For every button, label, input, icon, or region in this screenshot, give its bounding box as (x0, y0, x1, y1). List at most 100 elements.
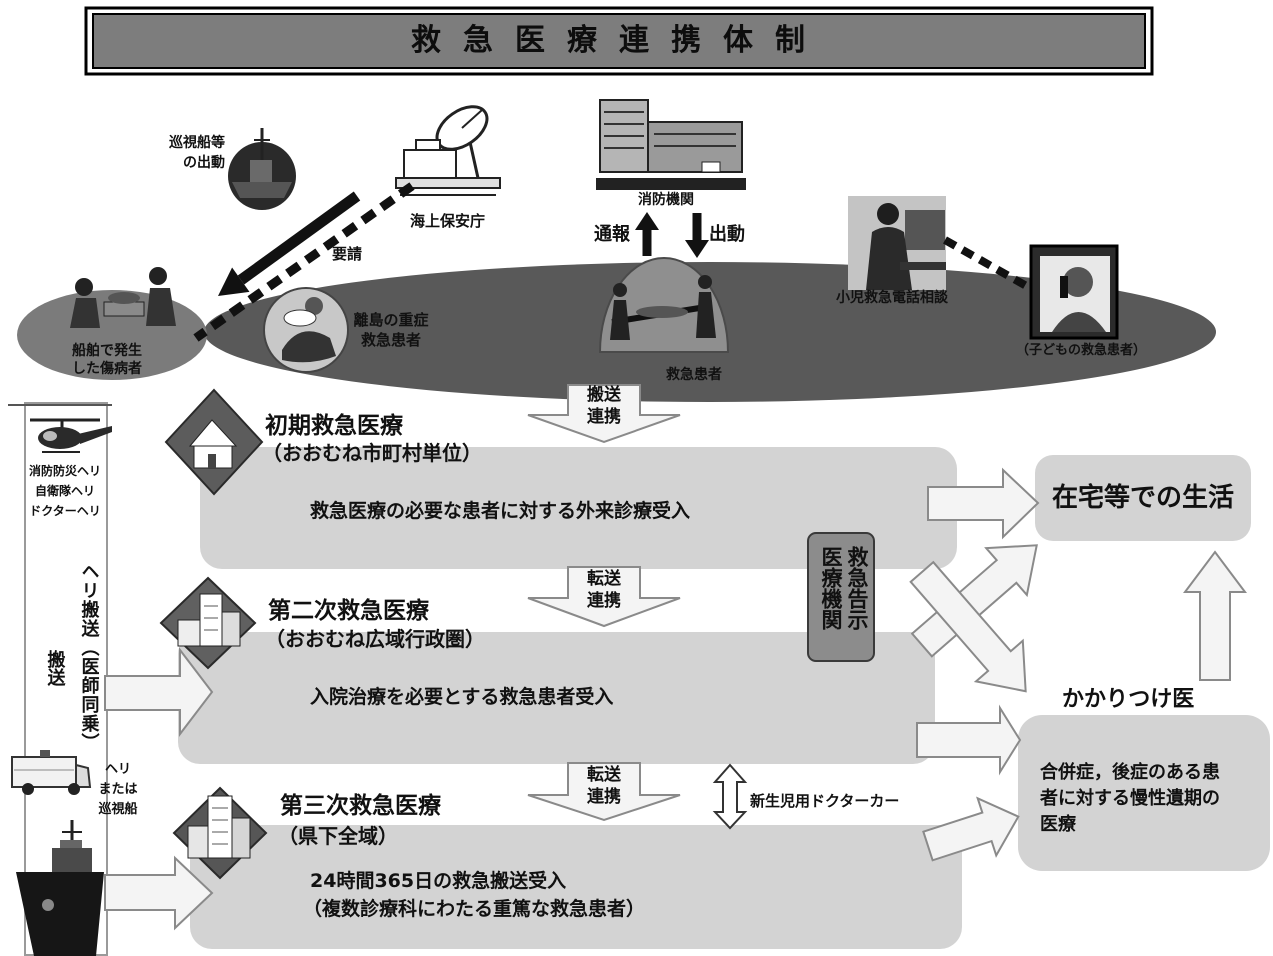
dispatch-arrowhead (685, 240, 709, 258)
designated-hospital-label: 救急告示医療機関 (819, 546, 869, 630)
phone-operator-icon (848, 196, 946, 290)
transfer-link-line: 連携 (587, 591, 621, 611)
patrol-ship-dispatch-line: 巡視船等 (169, 135, 225, 151)
regional-hospital-icon (159, 576, 257, 670)
tertiary-care-body: （複数診療科にわたる重篤な救急患者） (303, 898, 646, 920)
helicopter-line: ドクターヘリ (29, 504, 101, 518)
island-patient-icon (263, 287, 349, 373)
house-icon (164, 388, 264, 496)
transport-link-label: 搬送 連携 (568, 384, 640, 428)
transfer-link-line: 転送 (587, 569, 621, 589)
patrol-ship-icon (228, 128, 296, 210)
heli-to-secondary-arrow (104, 647, 214, 737)
chronic-care-line: 合併症，後症のある患 (1040, 762, 1220, 783)
child-on-phone-icon (1029, 244, 1119, 340)
transfer-link-line: 連携 (587, 787, 621, 807)
transfer-link-label-1: 転送 連携 (568, 568, 640, 612)
helicopter-line: 消防防災ヘリ (28, 464, 101, 478)
emergency-patient-label: 救急患者 (666, 367, 722, 383)
ship-to-tertiary-arrow (104, 855, 214, 931)
coast-guard-label: 海上保安庁 (410, 212, 486, 230)
secondary-care-box (178, 632, 935, 764)
primary-care-scope: （おおむね市町村単位） (262, 441, 482, 465)
neonatal-car-double-arrow (712, 763, 748, 830)
primary-to-home-arrow (927, 467, 1040, 540)
primary-care-box (200, 447, 957, 569)
transfer-link-arrow-2 (527, 762, 681, 822)
transport-label: 搬送 (44, 650, 66, 686)
chronic-care-label: 合併症，後症のある患 者に対する慢性遺期の 医療 (1040, 760, 1220, 838)
child-patient-label: （子どもの救急患者） (1016, 343, 1147, 358)
ambulance-icon (11, 750, 92, 795)
tertiary-care-scope: （県下全域） (278, 824, 398, 848)
island-patient-label: 離島の重症 救急患者 (347, 310, 435, 350)
heli-or-ship-line: または (98, 782, 138, 797)
transfer-link-label-2: 転送 連携 (568, 764, 640, 808)
page-title: 救急医療連携体制 (411, 23, 827, 59)
doctor-to-home-arrow (1183, 550, 1247, 681)
tertiary-care-box (190, 825, 962, 949)
transfer-link-arrow-1 (527, 566, 681, 628)
neonatal-car-label: 新生児用ドクターカー (750, 792, 900, 810)
chronic-care-line: 者に対する慢性遺期の (1040, 788, 1220, 809)
report-arrowhead (635, 212, 659, 230)
flow-arrows (104, 384, 1247, 931)
designated-hospital-box (807, 532, 875, 662)
coast-guard-dispatch-arrow (237, 191, 361, 285)
chronic-care-line: 医療 (1040, 814, 1076, 835)
helicopters-label: 消防防災ヘリ 自衛隊ヘリ ドクターヘリ (22, 461, 108, 521)
title-banner (84, 6, 1154, 76)
request-dotted-line (193, 182, 415, 342)
heli-transport-label: ヘリ搬送（医師同乗） (78, 562, 100, 752)
fire-department-label: 消防機関 (638, 192, 694, 208)
request-label: 要請 (332, 245, 363, 263)
island-patient-line: 離島の重症 (353, 311, 429, 329)
coast-guard-dispatch-arrowhead (218, 267, 250, 296)
heli-or-ship-label: ヘリ または 巡視船 (88, 760, 148, 820)
island-patient-line: 救急患者 (360, 331, 421, 349)
family-doctor-box (1018, 715, 1270, 871)
ship-patient-label: 船舶で発生 した傷病者 (64, 342, 150, 378)
stretcher-dome-icon (598, 257, 730, 353)
pediatric-phone-label: 小児救急電話相談 (836, 290, 948, 306)
rescue-ship-icon (16, 820, 104, 956)
coast-guard-station-icon (395, 105, 501, 196)
secondary-to-doctor-arrow (916, 704, 1022, 776)
primary-to-doctor-arrow (909, 560, 1027, 693)
ship-patient-line: 船舶で発生 (72, 343, 142, 359)
fire-department-building-icon (596, 99, 746, 190)
child-phone-dotted-line (943, 236, 1032, 292)
secondary-care-body: 入院治療を必要とする救急患者受入 (310, 686, 614, 708)
dispatch-label: 出動 (709, 224, 745, 245)
secondary-care-title: 第二次救急医療 (268, 598, 429, 624)
home-life-label: 在宅等での生活 (1051, 482, 1234, 513)
home-life-box (1035, 455, 1251, 541)
heli-or-ship-line: 巡視船 (98, 802, 138, 817)
transport-link-line: 連携 (587, 407, 621, 427)
helicopter-line: 自衛隊ヘリ (34, 484, 95, 498)
tertiary-to-doctor-arrow (922, 796, 1020, 862)
primary-care-body: 救急医療の必要な患者に対する外来診療受入 (310, 500, 691, 522)
patrol-ship-dispatch-label: 巡視船等 の出動 (150, 133, 225, 173)
ship-patient-line: した傷病者 (72, 361, 142, 377)
request-arrows (193, 182, 1032, 342)
tertiary-hospital-icon (172, 786, 268, 880)
secondary-care-scope: （おおむね広域行政圏） (265, 627, 485, 651)
transport-link-line: 搬送 (587, 385, 621, 405)
patrol-ship-dispatch-line: の出動 (183, 155, 225, 171)
primary-care-title: 初期救急医療 (265, 413, 403, 439)
family-doctor-label: かかりつけ医 (1062, 687, 1195, 712)
helicopter-icon (30, 418, 112, 453)
title-banner-inner (92, 13, 1146, 69)
report-label: 通報 (594, 224, 630, 245)
tertiary-care-body: 24時間365日の救急搬送受入 (310, 870, 567, 892)
transport-link-arrow (527, 384, 681, 444)
secondary-to-home-arrow (910, 544, 1038, 658)
tertiary-care-title: 第三次救急医療 (280, 793, 441, 819)
rescue-workers-icon (70, 267, 176, 328)
heli-or-ship-line: ヘリ (104, 762, 131, 777)
transfer-link-line: 転送 (587, 765, 621, 785)
report-dispatch-arrows (635, 212, 709, 258)
